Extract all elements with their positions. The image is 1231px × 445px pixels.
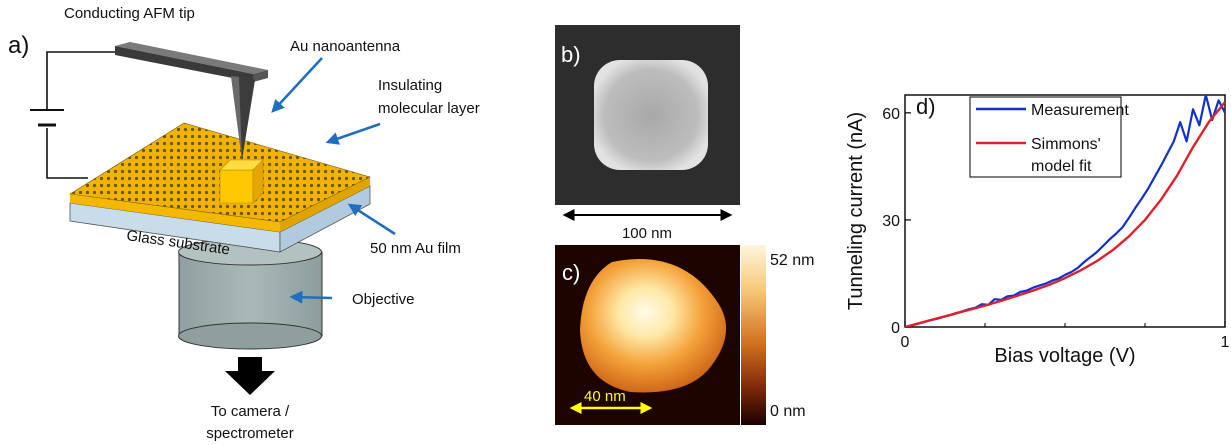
afm-scale-label: 40 nm [584, 388, 626, 405]
legend-label-measurement: Measurement [1031, 102, 1129, 119]
label-spectrometer: spectrometer [206, 425, 294, 442]
panel-a-letter: a) [8, 32, 29, 59]
x-axis-label: Bias voltage (V) [994, 345, 1135, 367]
y-tick-label: 30 [882, 213, 900, 230]
panel-d-letter: d) [916, 94, 936, 119]
y-tick-label: 0 [891, 320, 900, 337]
arrow-molecular [325, 122, 381, 145]
panel-c: c) 40 nm 52 nm 0 nm [555, 245, 814, 425]
y-axis-label: Tunneling current (nA) [845, 112, 867, 310]
arrow-au-film [347, 203, 396, 236]
label-to-camera: To camera / [211, 403, 290, 420]
y-tick-label: 60 [882, 106, 900, 123]
gold-film [70, 177, 370, 232]
label-afm-tip: Conducting AFM tip [64, 5, 195, 22]
nanoantenna-cube [219, 159, 264, 204]
legend: Measurement Simmons'model fit [969, 96, 1129, 178]
afm-particle [580, 259, 727, 393]
sem-scale-label: 100 nm [622, 225, 672, 242]
label-au-nanoantenna: Au nanoantenna [290, 38, 401, 55]
label-objective: Objective [352, 291, 415, 308]
series-fit-line [905, 101, 1225, 327]
annotation-arrows [271, 57, 396, 304]
colorbar-max-label: 52 nm [770, 252, 814, 269]
output-arrow [225, 357, 275, 395]
colorbar-min-label: 0 nm [770, 403, 806, 420]
legend-label-fit: Simmons'model fit [1031, 136, 1101, 175]
axis-ticks: 0 30 60 0 1 [882, 106, 1229, 351]
wire-top [46, 51, 118, 110]
label-au-film: 50 nm Au film [370, 240, 461, 257]
panel-c-letter: c) [562, 260, 580, 285]
wire-bottom [46, 128, 88, 179]
circuit [30, 51, 118, 179]
panel-b-letter: b) [561, 42, 581, 67]
arrow-antenna [271, 57, 323, 113]
afm-colorbar [741, 245, 766, 425]
panel-d: 0 30 60 0 1 d) Bias voltage (V) Tunneling cu… [845, 94, 1230, 367]
x-tick-label: 0 [901, 334, 910, 351]
x-tick-label: 1 [1221, 334, 1230, 351]
arrow-objective [289, 290, 333, 304]
panel-a: a) [8, 5, 480, 442]
label-molecular-layer: molecular layer [378, 100, 480, 117]
panel-b: b) 100 nm [555, 25, 740, 242]
series-layer [905, 95, 1225, 327]
sem-cube [594, 60, 708, 170]
objective [178, 238, 323, 350]
label-insulating: Insulating [378, 77, 442, 94]
legend-box [969, 96, 1122, 178]
afm-cantilever [115, 42, 268, 160]
